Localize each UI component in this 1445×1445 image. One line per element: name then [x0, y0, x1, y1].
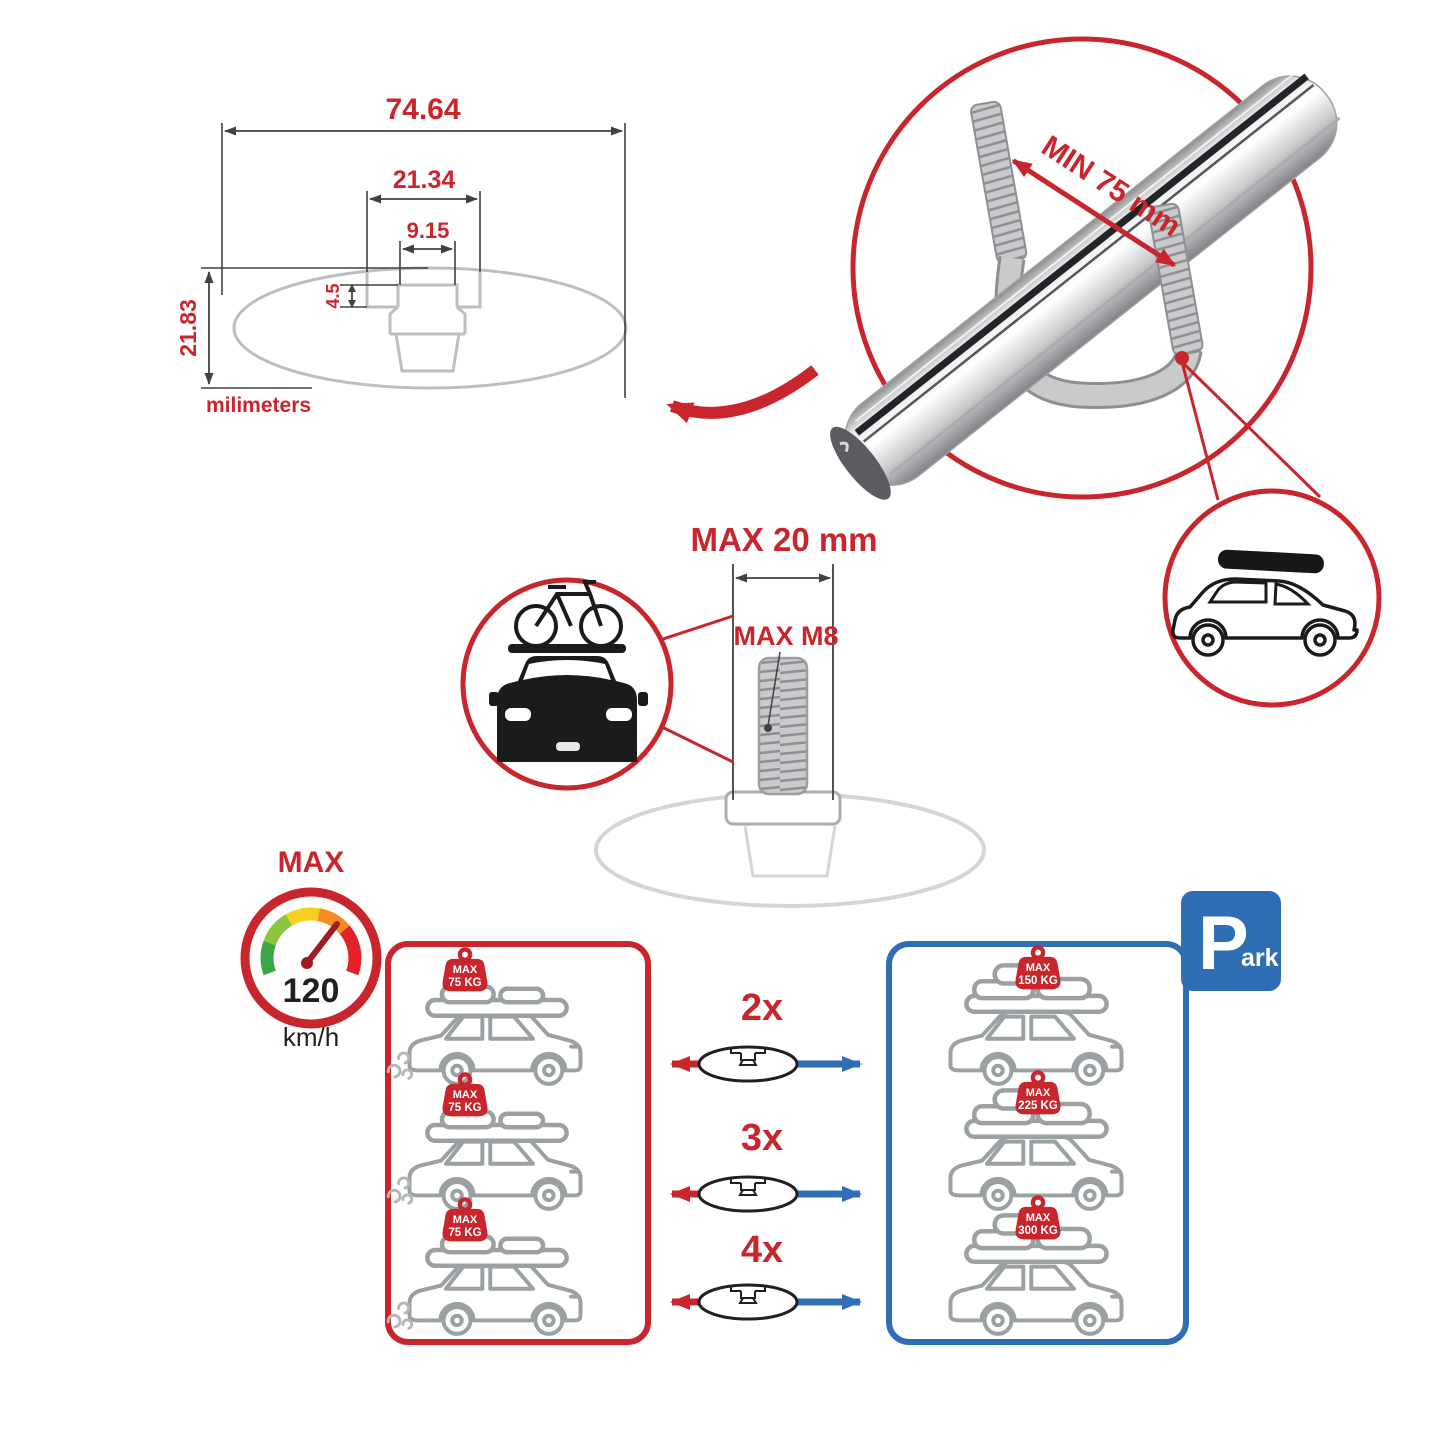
crossbar-profile-outline	[232, 266, 628, 390]
cross-section-diagram: 74.64 21.34 9.15 4.5 21.83 milimeters	[175, 93, 819, 424]
crossbar-count-icon	[697, 1283, 799, 1321]
load-tag-title: MAX	[453, 964, 478, 976]
clamp-point-dot	[1175, 351, 1189, 365]
multiplier-column: 2x 3x 4x	[670, 987, 862, 1321]
dim-slot-outer-label: 21.34	[393, 166, 456, 194]
bar-zoom-callout: MIN 75 mm	[830, 36, 1341, 500]
speed-value: 120	[283, 972, 340, 1010]
threaded-bolt	[757, 656, 809, 796]
load-tag-title: MAX	[453, 1089, 478, 1101]
load-tag-value: 75 KG	[448, 977, 481, 989]
crossbar-count-icon	[697, 1045, 799, 1083]
load-tag-title: MAX	[453, 1214, 478, 1226]
bolt-detail-section: MAX 20 mm MAX M8	[594, 521, 986, 908]
zoom-circle-outline	[850, 36, 1314, 500]
speed-max-label: MAX	[278, 846, 345, 879]
dimension-extension-lines	[201, 123, 626, 398]
callout-lines	[1180, 360, 1322, 501]
load-tag-value: 75 KG	[448, 1102, 481, 1114]
u-bolt-rod-left	[970, 100, 1028, 264]
max-thread-label: MAX M8	[733, 621, 838, 651]
load-tag-title: MAX	[1026, 1087, 1051, 1099]
suv-roofbox-illustration	[1171, 549, 1359, 657]
parking-sign-letter: P	[1198, 901, 1249, 986]
load-tag-value: 300 KG	[1018, 1225, 1058, 1237]
multiplier-label: 2x	[741, 987, 783, 1029]
speed-gauge-arc	[260, 907, 362, 976]
small-arrowheads	[348, 284, 356, 308]
load-tag-value: 150 KG	[1018, 975, 1058, 987]
parked-rows: MAX 150 KG MAX 225 KG MAX 300 KG	[948, 947, 1124, 1336]
units-label: milimeters	[206, 394, 311, 417]
parking-sign: P ark	[1181, 891, 1281, 991]
speed-unit: km/h	[283, 1022, 339, 1052]
speedometer: MAX 120 km/h	[240, 846, 382, 1052]
roofbox-car-callout	[1162, 360, 1382, 708]
dim-total-height-label: 21.83	[175, 299, 201, 357]
dim-step-depth-label: 4.5	[323, 283, 343, 308]
dim-slot-inner-label: 9.15	[407, 218, 450, 243]
load-tag-title: MAX	[1026, 1212, 1051, 1224]
moving-rows: MAX 75 KG MAX 75 KG MAX 75 KG	[386, 949, 583, 1336]
multiplier-label: 3x	[741, 1117, 783, 1159]
load-tag-title: MAX	[1026, 962, 1051, 974]
load-tag-value: 225 KG	[1018, 1100, 1058, 1112]
load-tag-value: 75 KG	[448, 1227, 481, 1239]
bike-on-roof-illustration	[489, 580, 648, 762]
parking-sign-suffix: ark	[1241, 944, 1279, 972]
gauge-pivot	[301, 957, 313, 969]
callout-lines	[653, 614, 734, 764]
dim-total-width-label: 74.64	[385, 93, 460, 126]
bike-car-callout	[460, 577, 734, 791]
max-protrusion-label: MAX 20 mm	[690, 521, 877, 558]
leader-line	[767, 651, 781, 727]
t-slot-plate	[724, 790, 842, 826]
crossbar-count-icon	[697, 1175, 799, 1213]
gauge-needle	[304, 921, 340, 966]
leader-dot	[764, 724, 772, 732]
multiplier-label: 4x	[741, 1229, 783, 1271]
pointer-arrow	[666, 365, 819, 424]
bar-end-cap	[830, 426, 891, 500]
